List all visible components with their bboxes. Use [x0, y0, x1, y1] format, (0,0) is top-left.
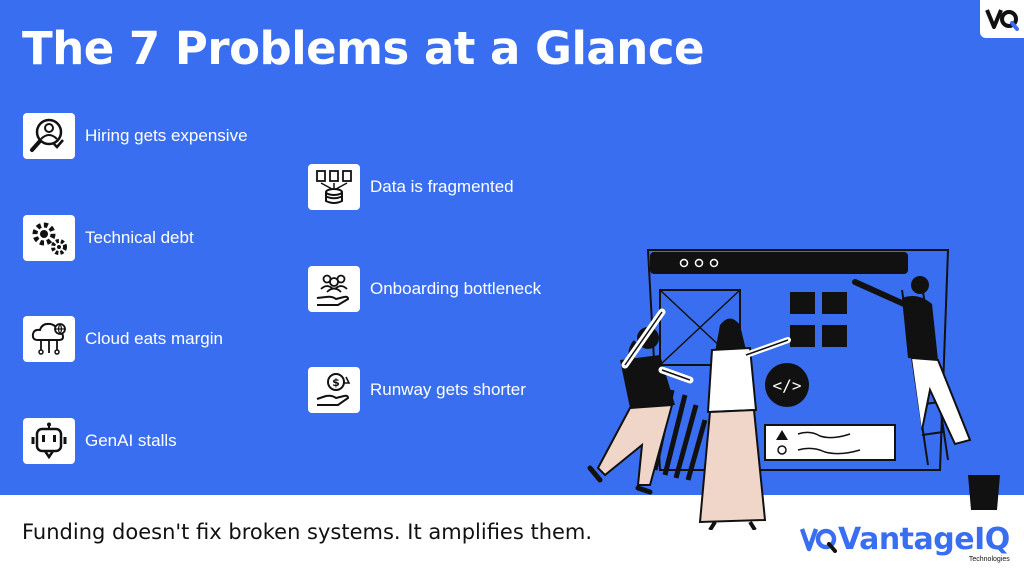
problem-data: Data is fragmented	[308, 164, 514, 210]
cloud-network-icon	[23, 316, 75, 362]
problem-hiring: Hiring gets expensive	[23, 113, 248, 159]
vq-brand-icon	[800, 528, 837, 553]
brand-name: VantageIQ	[838, 522, 1010, 557]
money-hand-icon: $	[308, 367, 360, 413]
problem-label: GenAI stalls	[85, 431, 177, 450]
team-hand-icon	[308, 266, 360, 312]
problem-genai: GenAI stalls	[23, 418, 177, 464]
tagline: Funding doesn't fix broken systems. It a…	[22, 520, 593, 544]
problem-runway: $ Runway gets shorter	[308, 367, 526, 413]
page-title: The 7 Problems at a Glance	[22, 22, 705, 75]
gears-icon	[23, 215, 75, 261]
team-dashboard-illustration: </>	[587, 249, 1000, 530]
problem-onboarding: Onboarding bottleneck	[308, 266, 541, 312]
corner-logo	[980, 0, 1024, 38]
data-documents-icon	[308, 164, 360, 210]
problem-label: Onboarding bottleneck	[370, 279, 542, 298]
svg-text:</>: </>	[773, 376, 802, 395]
problem-label: Cloud eats margin	[85, 329, 223, 348]
vq-logo-icon	[985, 9, 1019, 31]
svg-text:$: $	[332, 376, 340, 389]
problem-technical-debt: Technical debt	[23, 215, 194, 261]
problem-label: Data is fragmented	[370, 177, 514, 196]
brand-logo: VantageIQ Technologies	[800, 522, 1010, 563]
brand-subtitle: Technologies	[968, 556, 1010, 563]
problem-label: Technical debt	[85, 228, 194, 247]
problem-label: Hiring gets expensive	[85, 126, 248, 145]
problem-label: Runway gets shorter	[370, 380, 526, 399]
problem-cloud: Cloud eats margin	[23, 316, 223, 362]
robot-icon	[23, 418, 75, 464]
hiring-search-icon	[23, 113, 75, 159]
